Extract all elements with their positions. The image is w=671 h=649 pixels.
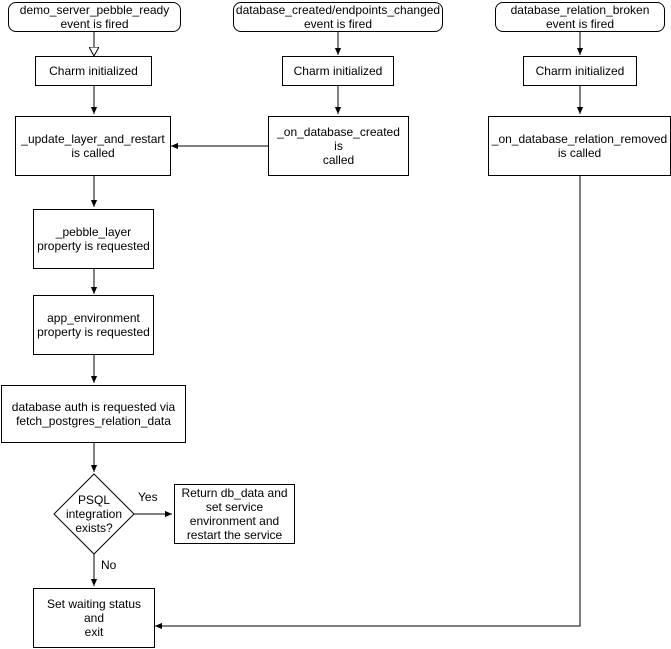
psql-decision-label: PSQL integration exists? (65, 493, 123, 535)
psql-decision-diamond (53, 473, 135, 555)
app-environment-requested: app_environment property is requested (33, 295, 154, 355)
start-pebble-ready-event: demo_server_pebble_ready event is fired (8, 2, 181, 32)
pebble-layer-requested: _pebble_layer property is requested (33, 209, 154, 269)
charm-initialized-right: Charm initialized (523, 56, 637, 86)
edge-label-no: No (101, 558, 117, 572)
start-database-created-event: database_created/endpoints_changed event… (233, 2, 443, 32)
edge-on-relation-removed-to-waiting (155, 176, 581, 630)
update-layer-and-restart: _update_layer_and_restart is called (15, 116, 171, 176)
charm-initialized-left: Charm initialized (35, 56, 152, 86)
start-relation-broken-event: database_relation_broken event is fired (495, 2, 665, 32)
edge-label-yes: Yes (138, 490, 158, 504)
database-auth-requested: database auth is requested via fetch_pos… (1, 385, 186, 443)
return-db-data: Return db_data and set service environme… (174, 484, 295, 544)
charm-initialized-middle: Charm initialized (282, 56, 394, 86)
set-waiting-status: Set waiting status and exit (33, 588, 155, 648)
on-database-relation-removed: _on_database_relation_removed is called (488, 116, 671, 176)
on-database-created: _on_database_created is called (268, 116, 409, 176)
